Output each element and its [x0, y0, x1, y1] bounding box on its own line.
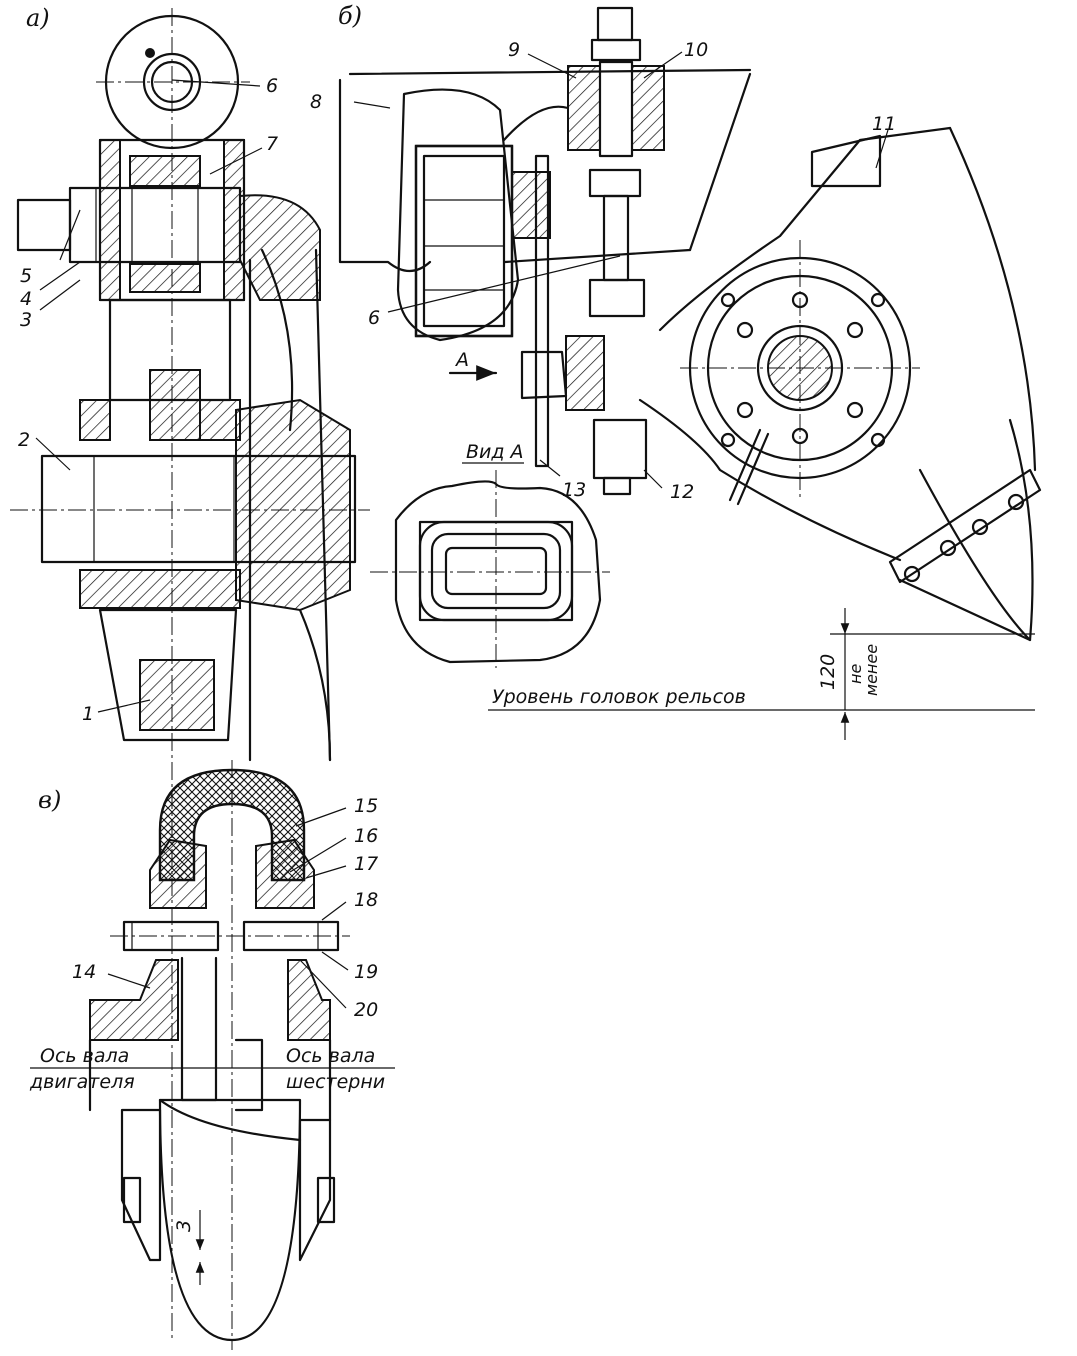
- callout-6a: 6: [266, 75, 278, 97]
- motor-axis-label-1: Ось вала: [40, 1045, 129, 1067]
- callout-14: 14: [72, 961, 96, 983]
- callout-labels: 1 2 3 4 5 6 7 8 9 10 11 12 13 6 14 15 16…: [18, 39, 896, 1021]
- leader-lines: [35, 51, 889, 1009]
- arrow-a-label: А: [454, 349, 469, 371]
- motor-axis-label-2: двигателя: [29, 1071, 135, 1093]
- dimension-120: 120: [817, 654, 839, 690]
- callout-7: 7: [266, 133, 278, 155]
- callout-16: 16: [354, 825, 378, 847]
- callout-1: 1: [82, 703, 94, 725]
- callout-10: 10: [684, 39, 708, 61]
- panel-label-c: в): [38, 786, 61, 814]
- gear-axis-label-2: шестерни: [286, 1071, 385, 1093]
- callout-18: 18: [354, 889, 378, 911]
- callout-2: 2: [18, 429, 30, 451]
- callout-17: 17: [354, 853, 378, 875]
- view-a-label: Вид А: [466, 441, 524, 463]
- dimension-note-line2: менее: [862, 644, 881, 696]
- callout-15: 15: [354, 795, 378, 817]
- callout-11: 11: [872, 113, 896, 135]
- gear-axis-label-1: Ось вала: [286, 1045, 375, 1067]
- dimension-3: 3: [173, 1220, 195, 1232]
- callout-9: 9: [508, 39, 520, 61]
- callout-20: 20: [354, 999, 378, 1021]
- callout-12: 12: [670, 481, 694, 503]
- callout-4: 4: [20, 288, 32, 310]
- panel-label-a: a): [26, 4, 50, 32]
- rail-level-label: Уровень головок рельсов: [492, 686, 746, 708]
- dimension-note-line1: не: [846, 664, 865, 684]
- callout-13: 13: [562, 479, 586, 501]
- callout-19: 19: [354, 961, 378, 983]
- callout-5: 5: [20, 265, 32, 287]
- panel-label-b: б): [338, 2, 362, 30]
- callout-8: 8: [310, 91, 322, 113]
- panel-c-section: [30, 760, 395, 1350]
- panel-b-section: [338, 6, 1042, 740]
- callout-3: 3: [20, 309, 32, 331]
- callout-6b: 6: [368, 307, 380, 329]
- panel-a-section: [10, 8, 370, 1340]
